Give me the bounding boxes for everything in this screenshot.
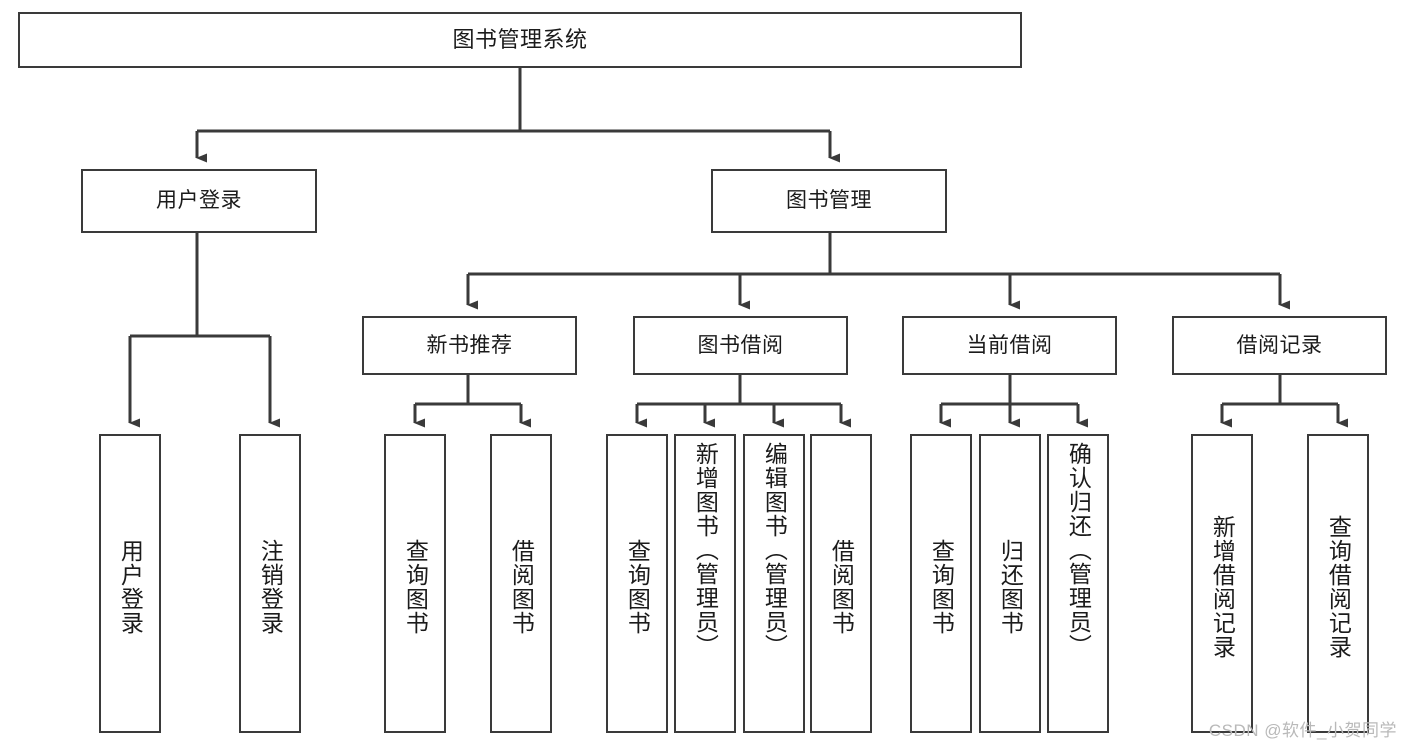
node-book-management[interactable]: 图书管理 <box>711 169 947 233</box>
node-label: 新增借阅记录 <box>1209 514 1236 659</box>
node-label: 注销登录 <box>257 538 284 635</box>
node-label: 当前借阅 <box>966 333 1053 357</box>
node-label: 归还图书 <box>997 538 1024 635</box>
node-new-book-recommend[interactable]: 新书推荐 <box>362 316 577 375</box>
node-label: 编辑图书（管理员） <box>761 442 788 658</box>
node-label: 借阅图书 <box>828 538 855 635</box>
node-current-borrow[interactable]: 当前借阅 <box>902 316 1117 375</box>
node-label: 借阅图书 <box>508 538 535 635</box>
leaf-current-query-book[interactable]: 查询图书 <box>910 434 972 733</box>
node-label: 借阅记录 <box>1236 333 1323 357</box>
node-label: 图书管理系统 <box>452 26 588 52</box>
node-label: 新书推荐 <box>426 333 513 357</box>
leaf-record-add-record[interactable]: 新增借阅记录 <box>1191 434 1253 733</box>
node-label: 用户登录 <box>156 189 242 213</box>
node-borrow-record[interactable]: 借阅记录 <box>1172 316 1387 375</box>
leaf-recommend-query-book[interactable]: 查询图书 <box>384 434 446 733</box>
node-label: 用户登录 <box>117 538 144 635</box>
node-root-system[interactable]: 图书管理系统 <box>18 12 1022 68</box>
leaf-current-confirm-return-admin[interactable]: 确认归还（管理员） <box>1047 434 1109 733</box>
node-label: 确认归还（管理员） <box>1065 442 1092 658</box>
leaf-borrow-add-book-admin[interactable]: 新增图书（管理员） <box>674 434 736 733</box>
leaf-record-query-record[interactable]: 查询借阅记录 <box>1307 434 1369 733</box>
node-label: 查询图书 <box>624 538 651 635</box>
leaf-borrow-edit-book-admin[interactable]: 编辑图书（管理员） <box>743 434 805 733</box>
node-label: 图书管理 <box>786 189 872 213</box>
leaf-user-login-logout[interactable]: 注销登录 <box>239 434 301 733</box>
leaf-recommend-borrow-book[interactable]: 借阅图书 <box>490 434 552 733</box>
node-label: 图书借阅 <box>697 333 784 357</box>
leaf-current-return-book[interactable]: 归还图书 <box>979 434 1041 733</box>
leaf-user-login-login[interactable]: 用户登录 <box>99 434 161 733</box>
node-label: 查询借阅记录 <box>1325 514 1352 659</box>
leaf-borrow-borrow-book[interactable]: 借阅图书 <box>810 434 872 733</box>
node-book-borrow[interactable]: 图书借阅 <box>633 316 848 375</box>
node-label: 新增图书（管理员） <box>692 442 719 658</box>
node-user-login[interactable]: 用户登录 <box>81 169 317 233</box>
leaf-borrow-query-book[interactable]: 查询图书 <box>606 434 668 733</box>
node-label: 查询图书 <box>402 538 429 635</box>
node-label: 查询图书 <box>928 538 955 635</box>
